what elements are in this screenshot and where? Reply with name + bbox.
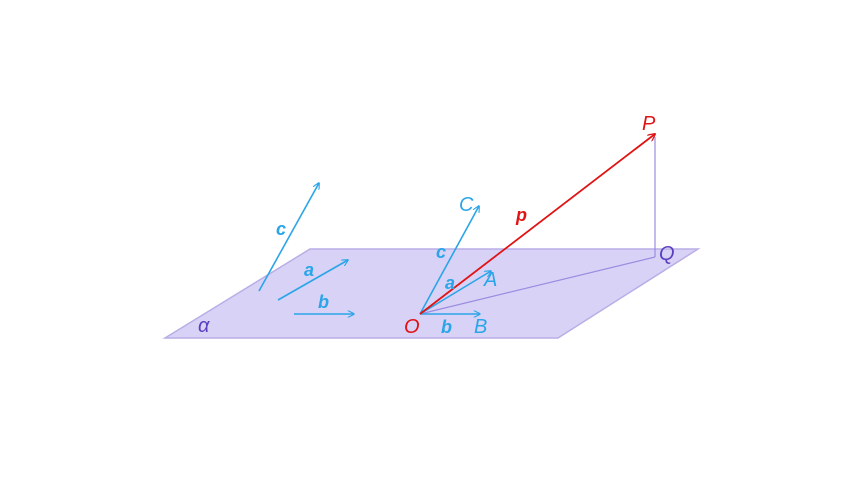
free-vector-c xyxy=(258,183,319,292)
vector-oa-label: a xyxy=(445,273,455,293)
point-b-label: B xyxy=(474,316,487,338)
vector-oc-label: c xyxy=(436,242,446,262)
point-o-label: O xyxy=(404,316,420,338)
free-vector-a xyxy=(277,260,348,301)
free-vector-c-label: c xyxy=(276,219,286,239)
free-vector-a-label: a xyxy=(304,260,314,280)
free-vector-b-label: b xyxy=(318,292,329,312)
vector-oa xyxy=(419,271,491,315)
plane-label: α xyxy=(198,315,210,337)
point-a-label: A xyxy=(483,269,497,291)
projection-line-oq xyxy=(419,256,656,315)
vector-oc xyxy=(419,206,479,315)
vector-ob-label: b xyxy=(441,317,452,337)
vector-op-label: p xyxy=(515,205,527,225)
point-p-label: P xyxy=(642,113,656,135)
point-c-label: C xyxy=(459,194,474,216)
point-q-label: Q xyxy=(659,243,675,265)
vector-op xyxy=(419,134,655,315)
